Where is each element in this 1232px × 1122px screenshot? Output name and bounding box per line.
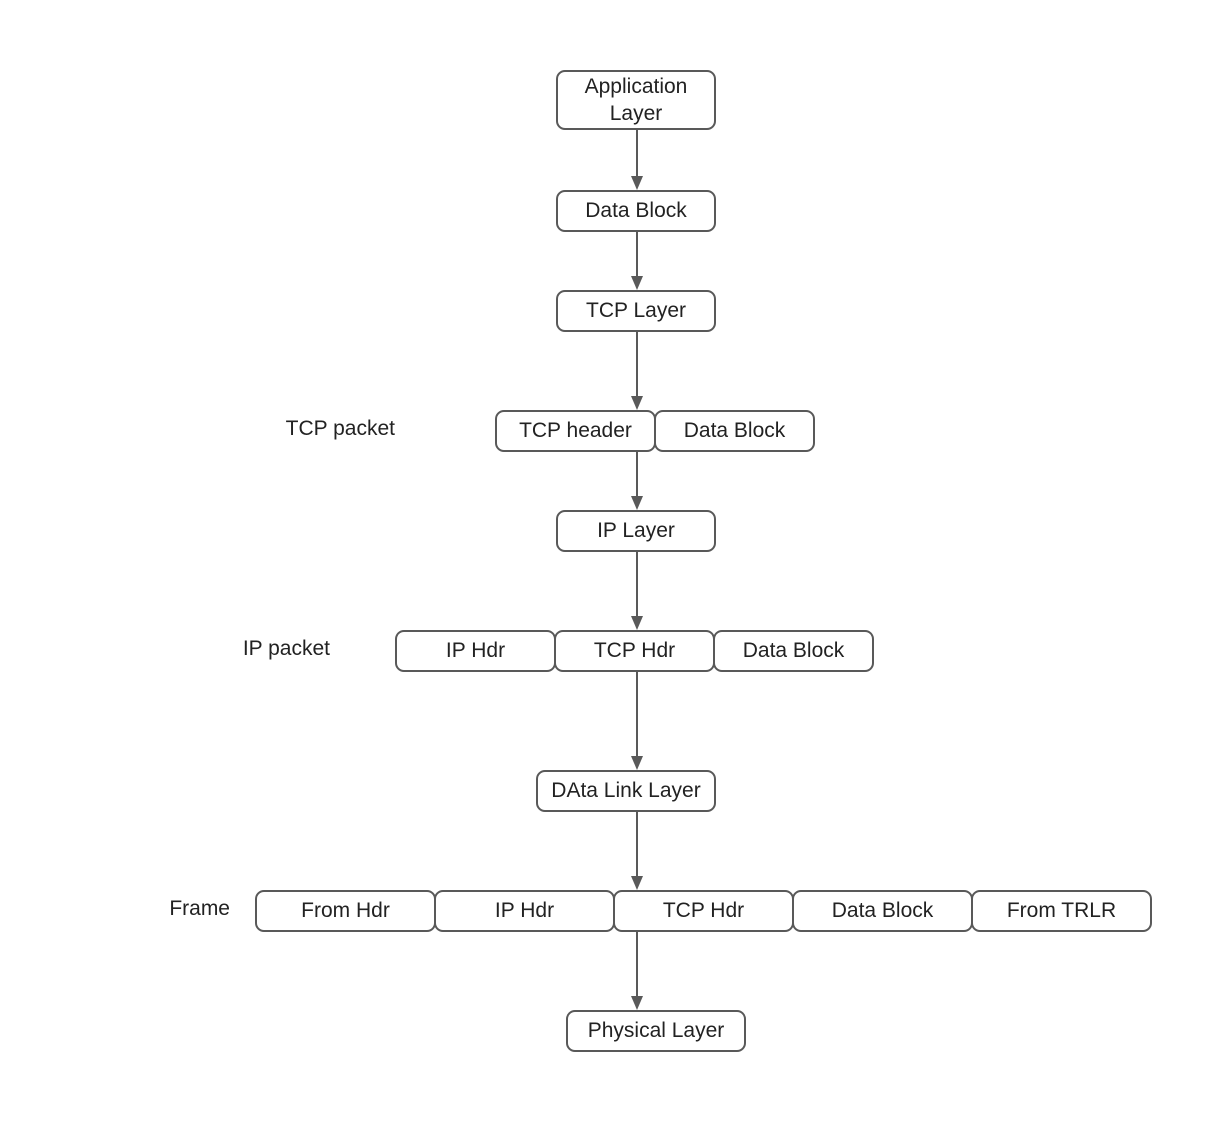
node-label: TCP Layer [586, 299, 686, 323]
arrow-frame-to-physical-layer [631, 932, 643, 1010]
packet-segment[interactable]: IP Hdr [434, 890, 615, 932]
node-label: IP Layer [597, 519, 675, 543]
arrow-shaft [636, 552, 638, 617]
node-ip-layer[interactable]: IP Layer [556, 510, 716, 552]
row-label-frame: Frame [169, 897, 230, 920]
packet-segment[interactable]: TCP Hdr [613, 890, 794, 932]
packet-segment-label: TCP Hdr [593, 639, 676, 662]
arrow-ip-packet-to-data-link-layer [631, 672, 643, 770]
arrowhead-icon [631, 756, 643, 770]
node-data-block[interactable]: Data Block [556, 190, 716, 232]
arrowhead-icon [631, 496, 643, 510]
packet-segment[interactable]: TCP header [495, 410, 656, 452]
arrowhead-icon [631, 876, 643, 890]
node-physical-layer[interactable]: Physical Layer [566, 1010, 746, 1052]
arrow-shaft [636, 672, 638, 757]
node-label: Physical Layer [587, 1019, 725, 1043]
arrow-application-to-data-block [631, 130, 643, 190]
node-data-link-layer[interactable]: DAta Link Layer [536, 770, 716, 812]
arrow-shaft [636, 232, 638, 277]
packet-segment-label: IP Hdr [494, 899, 555, 922]
arrowhead-icon [631, 996, 643, 1010]
arrow-data-link-layer-to-frame [631, 812, 643, 890]
packet-segment[interactable]: TCP Hdr [554, 630, 715, 672]
packet-strip-tcp-packet: TCP header Data Block [495, 410, 815, 452]
packet-segment[interactable]: From Hdr [255, 890, 436, 932]
arrowhead-icon [631, 176, 643, 190]
packet-segment-label: Data Block [831, 899, 934, 922]
packet-segment-label: Data Block [683, 419, 786, 442]
arrow-shaft [636, 332, 638, 397]
row-label-ip-packet: IP packet [242, 637, 330, 660]
packet-segment-label: IP Hdr [445, 639, 506, 662]
packet-segment[interactable]: From TRLR [971, 890, 1152, 932]
arrow-shaft [636, 812, 638, 877]
packet-segment-label: TCP header [519, 419, 632, 442]
row-label-tcp-packet: TCP packet [285, 417, 395, 440]
packet-segment-label: From Hdr [301, 899, 390, 922]
arrow-tcp-layer-to-tcp-packet [631, 332, 643, 410]
packet-segment[interactable]: Data Block [654, 410, 815, 452]
packet-strip-ip-packet: IP Hdr TCP Hdr Data Block [395, 630, 874, 672]
node-label: DAta Link Layer [551, 779, 701, 803]
arrow-data-block-to-tcp-layer [631, 232, 643, 290]
node-label: Data Block [585, 199, 687, 223]
arrow-shaft [636, 452, 638, 497]
arrow-tcp-packet-to-ip-layer [631, 452, 643, 510]
packet-segment[interactable]: Data Block [792, 890, 973, 932]
arrow-ip-layer-to-ip-packet [631, 552, 643, 630]
node-tcp-layer[interactable]: TCP Layer [556, 290, 716, 332]
packet-segment[interactable]: IP Hdr [395, 630, 556, 672]
arrowhead-icon [631, 616, 643, 630]
packet-strip-frame: From Hdr IP Hdr TCP Hdr Data Block From TRLR [255, 890, 1152, 932]
packet-segment-label: From TRLR [1006, 899, 1117, 922]
packet-segment-label: TCP Hdr [662, 899, 745, 922]
packet-segment[interactable]: Data Block [713, 630, 874, 672]
node-label-line-1: Application [584, 74, 688, 98]
node-label-line-2: Layer [609, 102, 663, 125]
arrow-shaft [636, 130, 638, 177]
arrow-shaft [636, 932, 638, 997]
arrowhead-icon [631, 396, 643, 410]
packet-segment-label: Data Block [742, 639, 845, 662]
arrowhead-icon [631, 276, 643, 290]
